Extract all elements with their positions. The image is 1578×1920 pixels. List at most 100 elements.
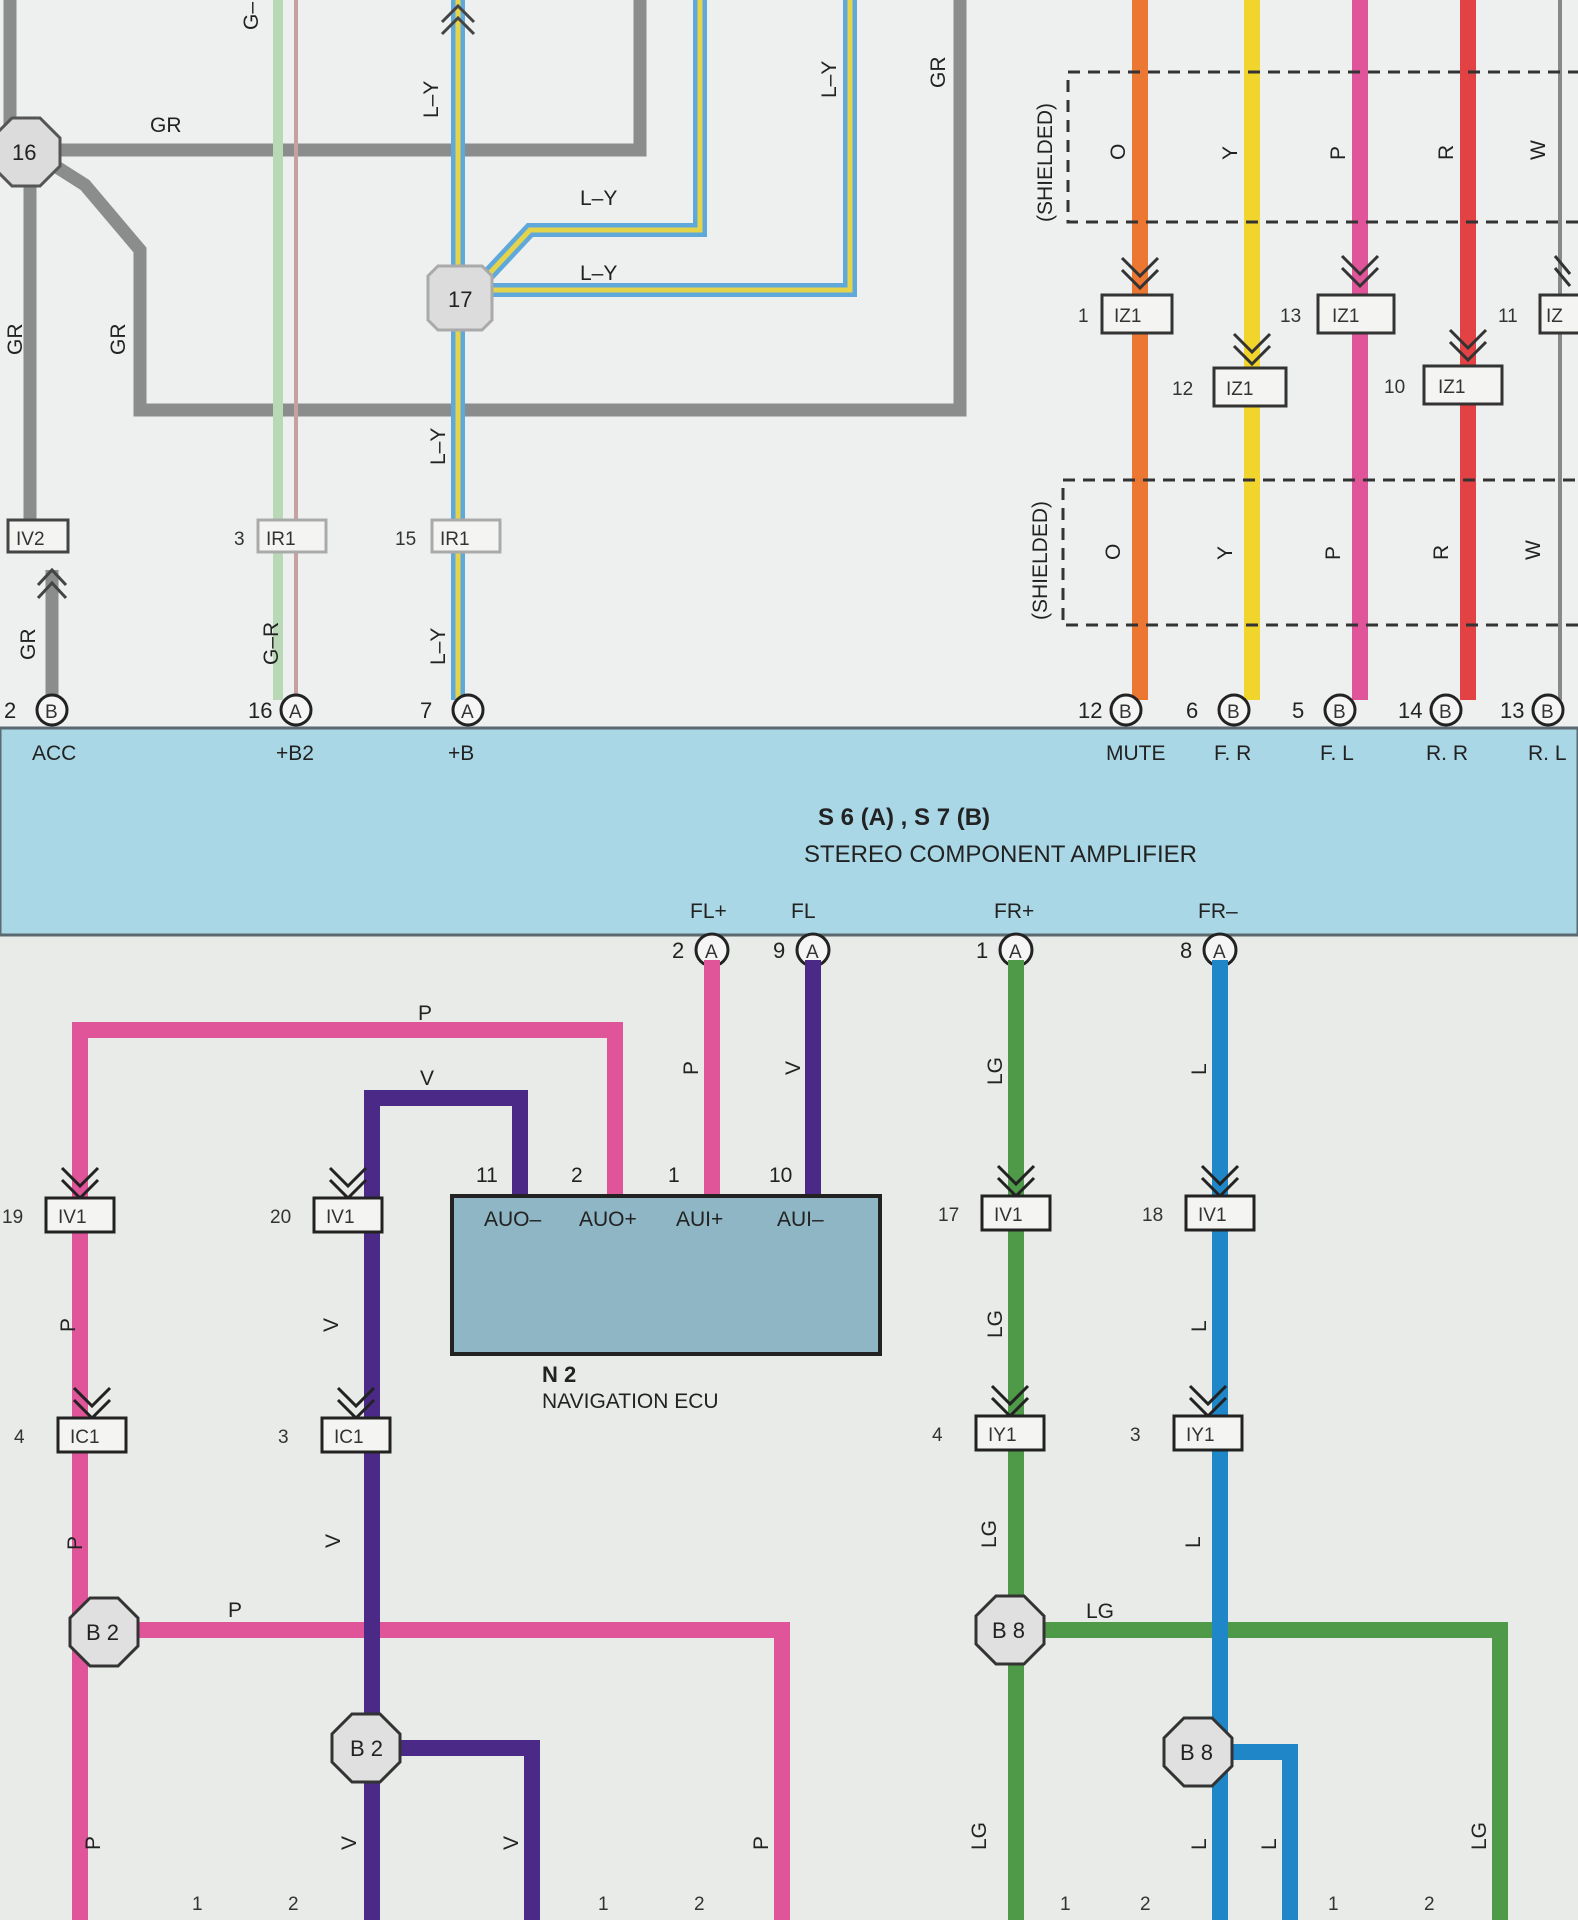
nav-terminal-label: AUI– (777, 1208, 824, 1231)
g-r-wire (273, 0, 298, 700)
ir1-pin-a: 3 (234, 529, 245, 550)
speaker-wire-codes-upper: O Y P R W O Y P R W (1102, 140, 1550, 560)
iz1-connectors: IZ1 1 IZ1 12 IZ1 13 IZ1 10 IZ 11 (1078, 254, 1578, 408)
top-terminal-pin: 16 (248, 698, 272, 723)
nav-terminal-pin: 10 (769, 1164, 792, 1187)
lower-connector-label: IC1 (334, 1427, 364, 1448)
top-terminal-pin: 13 (1500, 698, 1524, 723)
top-terminal-0 (35, 693, 69, 727)
lower-wire-codes: P V P V LG L P V LG L P V LG L P LG P V … (57, 1002, 1491, 1850)
lower-connector-label: IV1 (326, 1207, 355, 1228)
top-terminal-label: +B2 (276, 742, 314, 765)
svg-text:L: L (1188, 1838, 1211, 1850)
ir1-connector-a (256, 518, 328, 554)
shielded-box-1 (1066, 70, 1578, 224)
junction-b2-violet-label: B 2 (350, 1736, 383, 1761)
lower-connector-1 (312, 1196, 384, 1234)
junction-17-label: 17 (448, 287, 472, 312)
lower-connector-label: IY1 (1186, 1425, 1215, 1446)
lower-connector-label: IV1 (1198, 1205, 1227, 1226)
svg-text:LG: LG (984, 1057, 1007, 1085)
bottom-pin-label: 2 (288, 1894, 299, 1915)
top-terminal-conn: A (461, 702, 474, 723)
lower-connector-pin: 19 (2, 1207, 23, 1228)
nav-terminal-label: AUO+ (579, 1208, 637, 1231)
wire-code-w-2: W (1522, 540, 1545, 560)
ir1-label-b: IR1 (440, 529, 470, 550)
bottom-pin-label: 1 (192, 1894, 203, 1915)
amplifier-code: S 6 (A) , S 7 (B) (818, 804, 990, 831)
junction-b2-violet (330, 1712, 402, 1784)
bottom-terminal-conn: A (806, 942, 819, 963)
top-terminal-conn: B (1227, 702, 1240, 723)
gr-label-5: GR (17, 629, 40, 661)
junction-b8-blue-label: B 8 (1180, 1740, 1213, 1765)
lower-connector-4 (56, 1416, 128, 1454)
bottom-terminal-pin: 2 (672, 938, 684, 963)
svg-text:11: 11 (1498, 306, 1518, 327)
amplifier-band (0, 726, 1578, 937)
svg-text:IZ: IZ (1546, 306, 1563, 327)
junction-b8-green (974, 1594, 1046, 1666)
lower-pink-wires (72, 960, 790, 1920)
ir1-label-a: IR1 (266, 529, 296, 550)
lower-connector-7 (1172, 1414, 1244, 1452)
svg-text:P: P (228, 1599, 242, 1622)
svg-text:IZ1: IZ1 (1438, 377, 1465, 398)
shielded-label-1: (SHIELDED) (1034, 103, 1057, 222)
svg-text:L: L (1182, 1536, 1205, 1548)
shielded-label-2: (SHIELDED) (1029, 501, 1052, 620)
iv2-connector (6, 518, 70, 554)
lower-junctions: B 2 B 2 B 8 B 8 (68, 1594, 1234, 1788)
gr-label-3: GR (4, 324, 27, 356)
gr-label-1: GR (150, 114, 182, 137)
l-y-label-2: L–Y (818, 61, 841, 98)
gr-wires (3, 0, 967, 700)
junction-b2-pink-label: B 2 (86, 1620, 119, 1645)
svg-text:V: V (420, 1067, 434, 1090)
svg-text:V: V (322, 1534, 345, 1548)
top-terminal-label: R. L (1528, 742, 1567, 765)
svg-text:LG: LG (1468, 1822, 1491, 1850)
bottom-terminal-label: FL+ (690, 900, 727, 923)
lower-connector-pin: 20 (270, 1207, 291, 1228)
wire-code-r-2: R (1430, 545, 1453, 560)
svg-text:L: L (1188, 1063, 1211, 1075)
top-terminal-label: +B (448, 742, 474, 765)
bottom-terminal-label: FL (791, 900, 816, 923)
wire-code-w: W (1527, 140, 1550, 160)
lower-connector-6 (974, 1414, 1046, 1452)
bottom-pin-label: 1 (1060, 1894, 1071, 1915)
wire-code-o-2: O (1102, 544, 1125, 560)
top-terminal-conn: B (1439, 702, 1452, 723)
nav-terminal-label: AUO– (484, 1208, 542, 1231)
top-terminal-pin: 6 (1186, 698, 1198, 723)
top-terminal-label: F. L (1320, 742, 1354, 765)
svg-text:P: P (82, 1836, 105, 1850)
bottom-pin-label: 2 (694, 1894, 705, 1915)
svg-text:1: 1 (1078, 306, 1089, 327)
lower-connector-5 (320, 1416, 392, 1454)
lower-connector-label: IC1 (70, 1427, 100, 1448)
svg-text:LG: LG (968, 1822, 991, 1850)
lower-connector-pin: 4 (932, 1425, 943, 1446)
svg-text:12: 12 (1172, 379, 1193, 400)
top-terminal-conn: A (289, 702, 302, 723)
lower-connector-pin: 3 (1130, 1425, 1141, 1446)
bottom-pin-label: 2 (1140, 1894, 1151, 1915)
junction-16 (0, 116, 62, 188)
svg-text:L: L (1188, 1320, 1211, 1332)
top-terminal-7 (1531, 693, 1565, 727)
junction-b8-blue (1162, 1716, 1234, 1788)
top-terminal-label: R. R (1426, 742, 1468, 765)
g-r-label: G–R (260, 622, 283, 665)
lower-connector-0 (44, 1196, 116, 1234)
svg-text:P: P (750, 1836, 773, 1850)
junction-b2-pink (68, 1596, 140, 1668)
svg-text:V: V (782, 1061, 805, 1075)
lower-connector-pin: 3 (278, 1427, 289, 1448)
top-terminal-conn: B (1333, 702, 1346, 723)
bottom-terminal-label: FR– (1198, 900, 1238, 923)
